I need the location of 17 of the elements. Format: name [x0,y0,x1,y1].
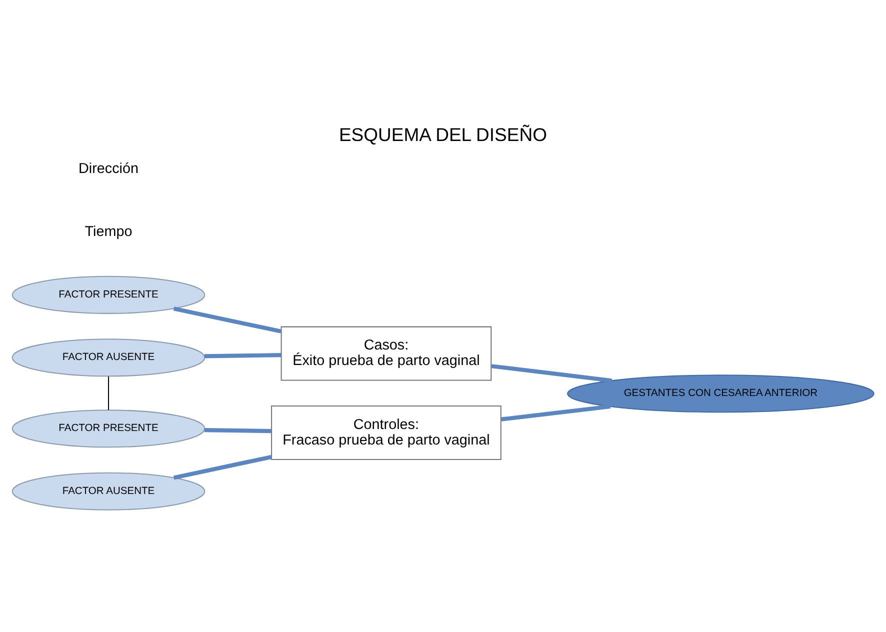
connector [204,428,272,434]
node-ellipse: FACTOR AUSENTE [12,472,206,510]
connector [173,454,272,480]
connector [491,364,612,383]
label: Dirección [78,161,138,178]
diagram-title: ESQUEMA DEL DISEÑO [338,124,548,146]
node-ellipse: GESTANTES CON CESAREA ANTERIOR [567,374,874,413]
connector [500,404,611,422]
node-ellipse: FACTOR PRESENTE [12,410,206,448]
connector [108,376,110,410]
label: Tiempo [84,224,132,240]
node-ellipse: FACTOR PRESENTE [12,276,206,314]
node-box: Casos: Éxito prueba de parto vaginal [280,326,492,381]
node-box: Controles: Fracaso prueba de parto vaginal [271,405,502,460]
connector [173,306,282,334]
node-ellipse: FACTOR AUSENTE [12,338,206,377]
connector [204,353,282,358]
